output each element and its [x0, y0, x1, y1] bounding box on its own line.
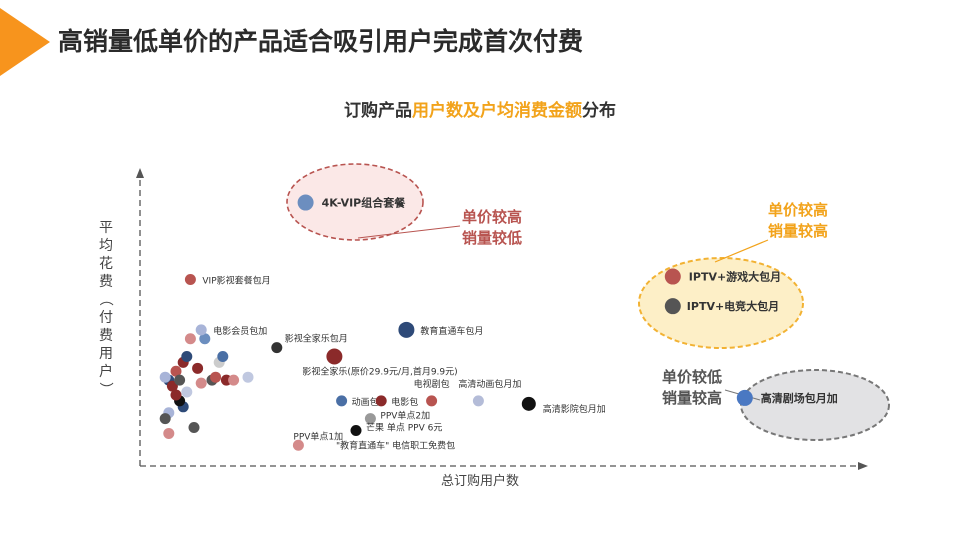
y-axis-label-char: 平 [99, 220, 113, 236]
point-label: IPTV+游戏大包月 [689, 270, 781, 284]
scatter-point [159, 371, 171, 383]
point-label: VIP影视套餐包月 [202, 275, 270, 287]
annotation-high-price-low-sales: 单价较高 销量较低 [462, 208, 522, 247]
scatter-point [159, 413, 171, 425]
annotation-line: 销量较高 [768, 222, 828, 240]
point-label: 高清影院包月加 [543, 403, 606, 415]
point-label: 芒果 单点 PPV 6元 [366, 421, 442, 433]
scatter-point [170, 389, 182, 401]
y-axis-label-char: 费 [99, 274, 113, 290]
annotation-line: 单价较低 [662, 368, 722, 386]
y-axis-label-char: ） [97, 382, 113, 396]
y-axis-label-char: 户 [99, 363, 113, 380]
annotation-line: 单价较高 [462, 208, 522, 226]
annotation-low-price-high-sales: 单价较低 销量较高 [662, 368, 722, 407]
scatter-point-labeled [664, 268, 681, 285]
scatter-point [174, 374, 186, 386]
annotation-line: 销量较低 [462, 229, 522, 247]
scatter-point-labeled [195, 324, 207, 336]
scatter-point-labeled [297, 194, 314, 211]
scatter-point [195, 377, 207, 389]
scatter-point-labeled [736, 389, 753, 406]
point-label: 电视剧包 [414, 378, 450, 390]
scatter-point-labeled [350, 424, 362, 436]
y-axis-label-char: 付 [99, 310, 113, 326]
cluster-ellipse-low-price-high-sales [740, 369, 890, 441]
scatter-point [163, 427, 175, 439]
y-axis-label-char: 花 [99, 256, 113, 272]
scatter-point [170, 365, 182, 377]
subtitle-pre: 订购产品 [344, 101, 412, 121]
cluster-points [159, 333, 254, 439]
point-label: "教育直通车" 电信职工免费包 [336, 439, 455, 451]
x-axis-arrow [858, 462, 868, 470]
scatter-point-labeled [271, 342, 283, 354]
cluster-ellipse-high-price-low-sales [286, 163, 424, 241]
point-label: 影视全家乐(原价29.9元/月,首月9.9元) [302, 365, 457, 377]
y-axis-label-char: 用 [99, 346, 113, 362]
scatter-point [188, 422, 200, 434]
scatter-point [217, 350, 229, 362]
scatter-point-labeled [375, 395, 387, 407]
scatter-point-labeled [398, 321, 415, 338]
point-label: PPV单点1加 [293, 430, 343, 442]
subtitle-highlight: 用户数及户均消费金额 [412, 101, 582, 121]
annotation-connector-1 [357, 225, 461, 239]
y-axis-label-char: （ [97, 292, 113, 306]
subtitle-post: 分布 [582, 101, 616, 121]
scatter-point-labeled [292, 439, 304, 451]
scatter-point [199, 333, 211, 345]
point-label: PPV单点2加 [380, 410, 430, 422]
scatter-point-labeled [472, 395, 484, 407]
scatter-point [184, 333, 196, 345]
scatter-point-labeled [336, 395, 348, 407]
point-label: IPTV+电竞大包月 [687, 299, 779, 313]
x-axis-label: 总订购用户数 [441, 473, 519, 489]
y-axis-label-char: 均 [99, 238, 113, 254]
scatter-point-labeled [426, 395, 438, 407]
scatter-point-labeled [364, 413, 376, 425]
title-accent-triangle [0, 8, 50, 76]
scatter-point-labeled [664, 298, 681, 315]
chart-subtitle: 订购产品用户数及户均消费金额分布 [0, 96, 960, 121]
point-label: 高清动画包月加 [458, 378, 521, 390]
point-label: 高清剧场包月加 [761, 391, 838, 405]
point-label: 教育直通车包月 [420, 325, 483, 337]
point-label: 动画包 [352, 396, 379, 408]
scatter-point [181, 350, 193, 362]
scatter-point [210, 371, 222, 383]
page-title: 高销量低单价的产品适合吸引用户完成首次付费 [58, 27, 584, 56]
scatter-point [242, 371, 254, 383]
annotation-line: 销量较高 [662, 389, 722, 407]
y-axis-arrow [136, 168, 144, 178]
scatter-point-labeled [326, 348, 343, 365]
scatter-point [181, 386, 193, 398]
y-axis-label-char: 费 [99, 328, 113, 344]
scatter-point-labeled [521, 396, 536, 411]
scatter-point [192, 362, 204, 374]
annotation-line: 单价较高 [768, 201, 828, 219]
annotation-high-price-high-sales: 单价较高 销量较高 [768, 201, 828, 240]
point-label: 电影包 [391, 396, 418, 408]
annotation-connector-2 [714, 239, 769, 263]
point-label: 电影会员包加 [213, 325, 267, 337]
point-label: 4K-VIP组合套餐 [322, 196, 407, 210]
point-label: 影视全家乐包月 [285, 333, 348, 345]
cluster-ellipse-high-price-high-sales [638, 257, 804, 349]
scatter-point-labeled [184, 274, 196, 286]
scatter-point [228, 374, 240, 386]
